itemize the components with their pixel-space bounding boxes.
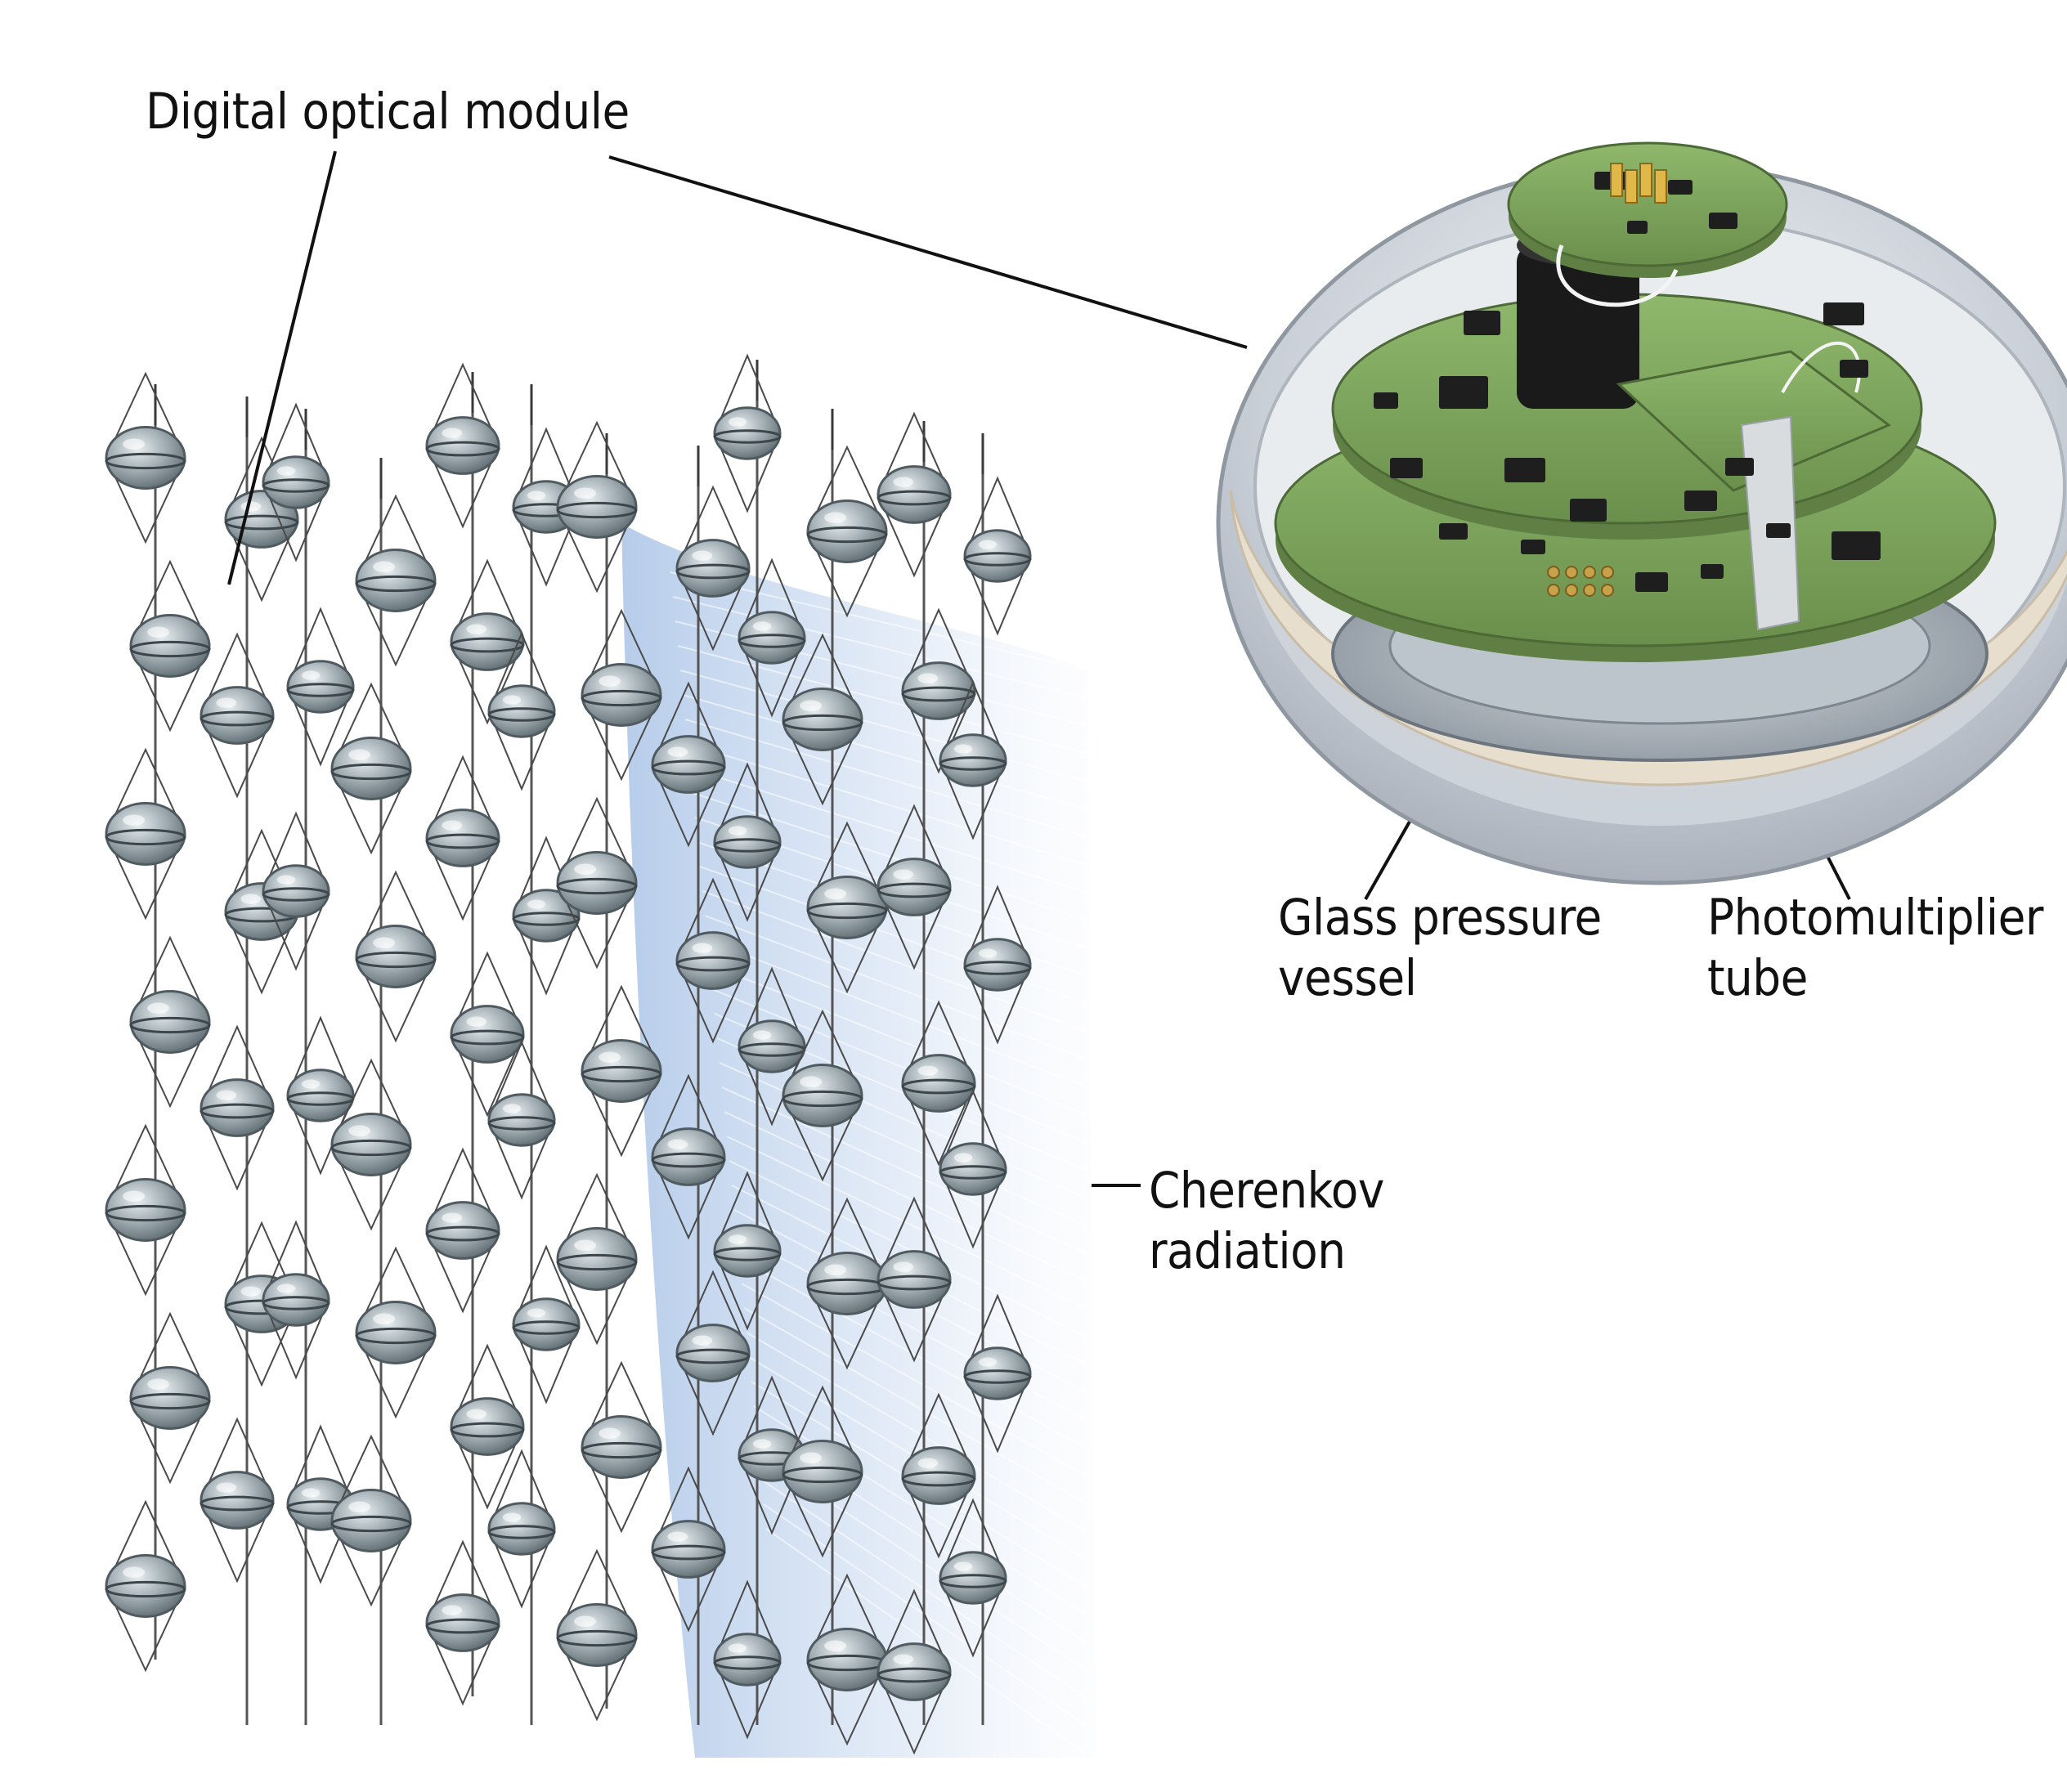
- label-cherenkov-radiation-line1: Cherenkov: [1149, 1162, 1384, 1220]
- optical-module: [651, 1073, 726, 1240]
- optical-module: [581, 1360, 662, 1534]
- optical-module: [738, 966, 806, 1127]
- optical-module: [355, 870, 437, 1043]
- optical-module: [487, 1040, 556, 1200]
- optical-module-cutaway: [1216, 141, 2067, 885]
- label-photomultiplier-tube-line1: Photomultiplier: [1707, 889, 2043, 947]
- leader-line-module-to-array: [227, 150, 337, 585]
- optical-module: [806, 1573, 888, 1746]
- optical-module: [806, 445, 888, 618]
- optical-module: [806, 821, 888, 994]
- detector-string: [713, 353, 806, 1740]
- optical-module: [355, 1246, 437, 1419]
- detector-string: [262, 402, 355, 1725]
- optical-module: [581, 984, 662, 1158]
- optical-module: [129, 559, 211, 732]
- optical-module: [450, 558, 525, 725]
- optical-module: [262, 402, 330, 562]
- optical-module: [512, 1244, 581, 1404]
- optical-module: [200, 1024, 275, 1191]
- optical-module: [963, 885, 1032, 1045]
- optical-module: [877, 804, 952, 970]
- optical-module: [556, 1548, 638, 1722]
- detector-string: [939, 433, 1032, 1725]
- optical-module: [487, 1449, 556, 1609]
- optical-module: [487, 631, 556, 791]
- optical-module: [901, 1000, 976, 1167]
- optical-module: [782, 1009, 863, 1182]
- detector-string: [330, 458, 437, 1725]
- label-glass-pressure-vessel: Glass pressure vessel: [1278, 888, 1602, 1009]
- optical-module: [286, 1015, 355, 1176]
- optical-module: [713, 1171, 782, 1331]
- optical-module: [450, 1343, 525, 1510]
- optical-module: [129, 935, 211, 1109]
- label-cherenkov-radiation: Cherenkov radiation: [1149, 1161, 1384, 1282]
- optical-module: [651, 681, 726, 848]
- optical-module: [581, 608, 662, 782]
- optical-module: [425, 362, 500, 529]
- optical-module: [556, 1172, 638, 1346]
- optical-module: [651, 1466, 726, 1633]
- optical-module: [330, 1434, 412, 1607]
- optical-module: [939, 1498, 1007, 1658]
- label-glass-pressure-vessel-line2: vessel: [1278, 949, 1417, 1007]
- optical-module: [262, 1220, 330, 1380]
- optical-module: [556, 796, 638, 970]
- detector-string: [200, 396, 299, 1725]
- optical-module: [713, 762, 782, 922]
- optical-module: [782, 1385, 863, 1558]
- detector-string: [651, 446, 751, 1725]
- optical-module: [425, 755, 500, 921]
- optical-module: [200, 632, 275, 799]
- detector-string-array: [105, 353, 1032, 1755]
- optical-module: [901, 1392, 976, 1559]
- optical-module: [675, 485, 751, 652]
- leader-line-glass-vessel: [1364, 815, 1415, 900]
- detector-string: [425, 362, 525, 1706]
- label-glass-pressure-vessel-line1: Glass pressure: [1278, 889, 1602, 947]
- optical-module: [105, 1123, 186, 1297]
- optical-module: [556, 420, 638, 594]
- optical-module: [901, 607, 976, 774]
- optical-module: [963, 476, 1032, 636]
- label-digital-optical-module: Digital optical module: [146, 83, 630, 141]
- optical-module: [782, 633, 863, 806]
- optical-module: [450, 951, 525, 1118]
- optical-module: [105, 747, 186, 921]
- detector-string: [877, 411, 976, 1755]
- optical-module: [200, 1417, 275, 1584]
- optical-module: [675, 877, 751, 1044]
- leader-line-module-to-inset: [608, 155, 1248, 349]
- optical-module: [963, 1293, 1032, 1454]
- optical-module: [738, 558, 806, 718]
- optical-module: [105, 371, 186, 544]
- label-photomultiplier-tube: Photomultiplier tube: [1707, 888, 2043, 1009]
- optical-module: [286, 607, 355, 767]
- optical-module: [877, 1588, 952, 1755]
- optical-module: [425, 1147, 500, 1314]
- optical-module: [713, 353, 782, 513]
- label-cherenkov-radiation-line2: radiation: [1149, 1222, 1346, 1280]
- optical-module: [877, 1196, 952, 1363]
- optical-module: [939, 680, 1007, 840]
- optical-module: [262, 811, 330, 971]
- optical-module: [877, 411, 952, 578]
- optical-module: [129, 1311, 211, 1485]
- optical-module: [713, 1579, 782, 1740]
- optical-module: [355, 494, 437, 667]
- optical-module: [675, 1270, 751, 1436]
- optical-module: [330, 1058, 412, 1231]
- label-photomultiplier-tube-line2: tube: [1707, 949, 1808, 1007]
- detector-string: [105, 371, 211, 1673]
- detector-string: [556, 420, 662, 1722]
- optical-module: [330, 682, 412, 855]
- optical-module: [105, 1499, 186, 1673]
- detector-string: [782, 409, 888, 1746]
- optical-module: [939, 1089, 1007, 1249]
- optical-module: [425, 1539, 500, 1706]
